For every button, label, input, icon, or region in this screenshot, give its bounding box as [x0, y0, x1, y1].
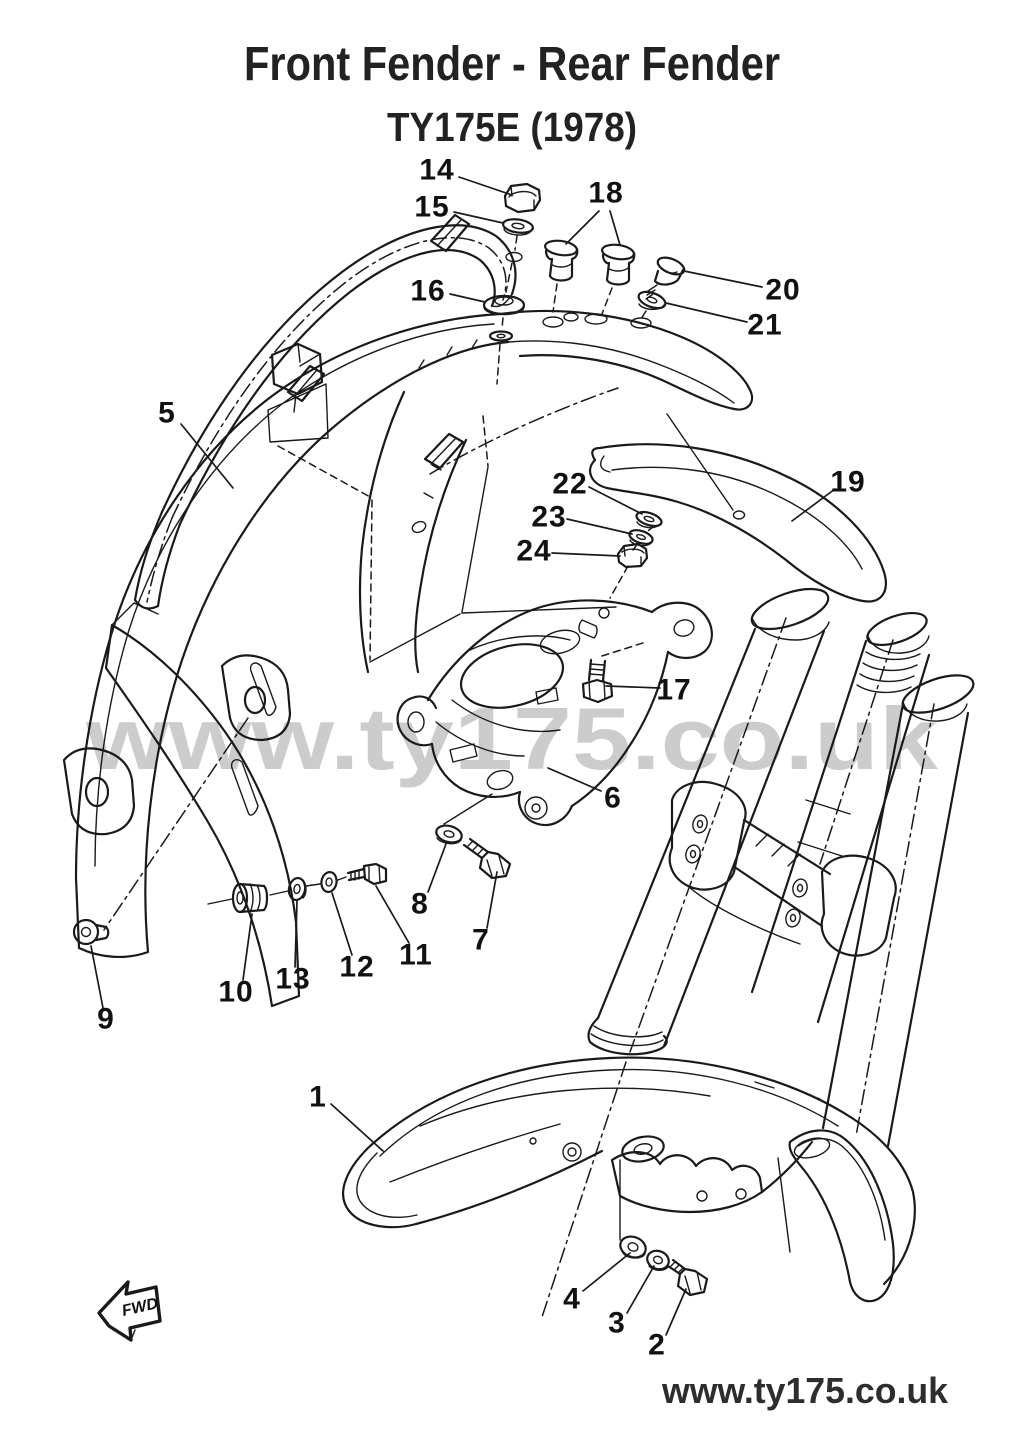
part-number-15: 15	[414, 191, 449, 224]
part-number-2: 2	[648, 1329, 666, 1362]
nut-14	[503, 182, 542, 214]
leader-line-part-18	[609, 210, 621, 246]
part-number-21: 21	[747, 309, 782, 342]
leader-line-part-19	[791, 488, 836, 522]
part-number-6: 6	[604, 782, 622, 815]
leader-line-part-13	[294, 900, 298, 968]
leader-line-part-1	[330, 1103, 384, 1152]
watermark-text: www.ty175.co.uk	[85, 689, 939, 788]
leader-line-part-3	[626, 1265, 655, 1314]
hardware	[72, 182, 709, 1297]
part-number-20: 20	[765, 274, 800, 307]
leader-line-part-24	[551, 552, 621, 557]
cap-nut-9	[72, 918, 110, 946]
bolt-17	[581, 658, 614, 704]
leader-line-part-20	[683, 270, 763, 288]
washer-13	[269, 876, 307, 902]
leader-line-part-17	[605, 685, 661, 689]
plug-18b	[601, 243, 636, 315]
part-number-7: 7	[472, 924, 490, 957]
fwd-arrow: FWD	[97, 1280, 162, 1342]
part-number-22: 22	[552, 468, 587, 501]
leader-line-part-23	[566, 518, 633, 535]
leader-line-part-2	[665, 1288, 687, 1336]
washer-12	[305, 870, 338, 894]
part-number-17: 17	[656, 674, 691, 707]
footer-website: www.ty175.co.uk	[661, 1370, 949, 1411]
grab-rail	[133, 213, 517, 610]
fender-bracket	[396, 565, 713, 827]
leader-line-part-12	[331, 892, 353, 956]
leader-line-part-7	[486, 871, 498, 929]
washer-15	[502, 218, 534, 251]
part-number-3: 3	[608, 1307, 626, 1340]
washer-3	[646, 1249, 670, 1271]
leader-line-part-10	[242, 913, 253, 981]
front-fender	[342, 1056, 916, 1303]
leader-line-part-15	[453, 211, 504, 224]
bolt-11	[337, 862, 388, 886]
part-number-11: 11	[399, 939, 433, 972]
leader-line-part-22	[588, 486, 643, 515]
washer-8	[435, 824, 463, 845]
part-number-23: 23	[531, 501, 566, 534]
part-number-16: 16	[410, 275, 445, 308]
leader-line-part-9	[90, 945, 104, 1009]
fender-flap	[589, 443, 887, 603]
fwd-label: FWD	[120, 1295, 160, 1320]
part-number-13: 13	[275, 963, 310, 996]
leader-line-part-8	[427, 843, 447, 893]
leader-line-part-11	[375, 885, 410, 944]
part-number-14: 14	[419, 154, 454, 187]
part-number-18: 18	[588, 177, 623, 210]
part-number-4: 4	[563, 1283, 581, 1316]
bolt-7	[462, 837, 512, 880]
page-title: Front Fender - Rear Fender	[244, 38, 780, 91]
leader-line-part-18	[565, 210, 600, 245]
page-subtitle: TY175E (1978)	[387, 104, 637, 150]
bushing-10	[207, 882, 269, 914]
leader-line-part-4	[582, 1252, 631, 1292]
part-number-10: 10	[218, 976, 253, 1009]
leader-line-part-6	[547, 767, 602, 792]
part-number-1: 1	[309, 1081, 327, 1114]
part-number-12: 12	[339, 951, 374, 984]
part-number-8: 8	[411, 888, 429, 921]
washer-22	[635, 510, 663, 529]
washer-23	[628, 525, 655, 551]
rear-fender	[62, 251, 754, 1008]
washer-4	[619, 1235, 647, 1259]
plug-18a	[544, 239, 579, 313]
leader-line-part-16	[449, 293, 486, 303]
part-number-9: 9	[97, 1003, 115, 1036]
bolt-2	[666, 1258, 709, 1297]
leader-line-part-21	[665, 302, 748, 323]
leader-line-part-14	[458, 176, 513, 196]
grommet-16	[482, 262, 526, 385]
part-number-24: 24	[516, 535, 551, 568]
leader-line-part-5	[180, 423, 234, 489]
washer-21	[637, 290, 667, 320]
part-number-5: 5	[158, 397, 176, 430]
part-number-19: 19	[830, 466, 865, 499]
nut-24	[616, 542, 649, 569]
front-fork	[540, 587, 975, 1321]
